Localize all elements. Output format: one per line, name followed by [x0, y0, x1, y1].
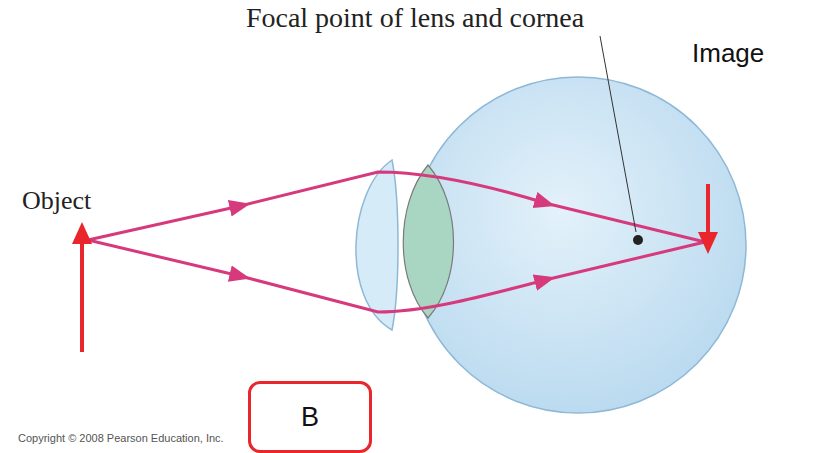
object-arrow: [72, 222, 92, 352]
answer-box: B: [248, 381, 372, 453]
object-label: Object: [22, 186, 91, 216]
focal-point-dot: [633, 235, 643, 245]
box-letter: B: [301, 402, 319, 433]
leader-label: Focal point of lens and cornea: [246, 2, 584, 34]
copyright-note: Copyright © 2008 Pearson Education, Inc.: [18, 432, 224, 444]
light-rays: [88, 172, 705, 312]
image-arrow: [698, 184, 718, 254]
image-label: Image: [692, 38, 764, 69]
leader-line: [600, 36, 636, 232]
eyeball: [410, 77, 746, 413]
cornea: [356, 160, 398, 330]
lens: [403, 165, 453, 318]
